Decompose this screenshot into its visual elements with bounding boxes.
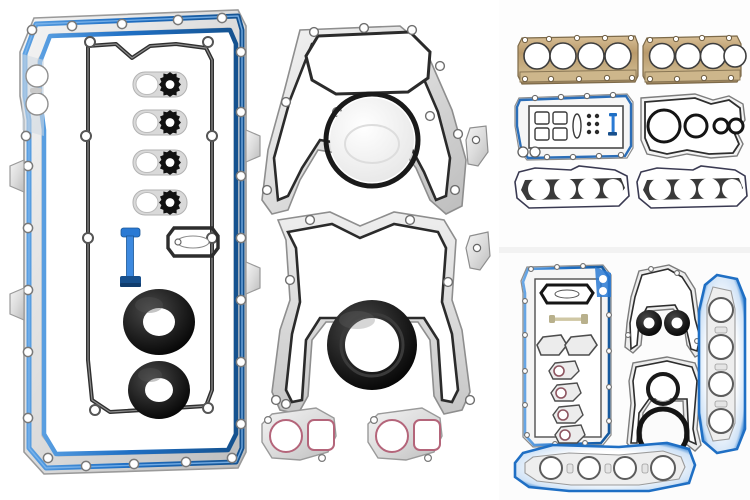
small-bolt	[549, 314, 588, 324]
oil-pan-gasket-small	[520, 263, 612, 448]
exhaust-manifold-gasket-right	[636, 165, 748, 209]
water-pump-gasket-left	[261, 407, 337, 463]
panel-divider-vertical	[491, 0, 499, 500]
timing-cover-gasket	[261, 22, 467, 215]
dowel-bolt	[120, 227, 141, 287]
sprocket-seal-icon	[159, 72, 181, 97]
timing-cover-set	[640, 93, 746, 159]
lower-gasket-panel	[499, 253, 750, 500]
intake-gasket-tabs	[714, 326, 728, 408]
oil-pan-front-flange	[22, 54, 49, 136]
lifter-guide-gasket-2	[132, 109, 188, 136]
camshaft-seal-large	[123, 289, 195, 355]
small-seal-gaskets	[548, 360, 586, 444]
rear-cover-bolt-holes	[270, 214, 476, 410]
lifter-guide-gasket-4	[132, 189, 188, 216]
lifter-guide-gasket-3	[132, 149, 188, 176]
side-bracket-gasket-lower	[465, 231, 491, 271]
exhaust-manifold-gasket-left	[514, 165, 630, 209]
head-gasket-bolt-holes	[521, 34, 636, 83]
lifter-guide-gaskets	[132, 71, 188, 216]
small-bracket-gasket	[166, 226, 220, 258]
side-bracket-gasket-upper	[465, 125, 489, 167]
small-seal-dots	[586, 113, 600, 135]
main-gasket-layout-panel	[9, 9, 491, 475]
lifter-guide-gasket-1	[132, 71, 188, 98]
head-gasket-left	[517, 34, 639, 85]
valve-cover-set-bolt-holes	[531, 91, 625, 161]
front-cover-bolt-holes	[625, 266, 700, 344]
rear-main-seal	[327, 300, 417, 390]
intake-manifold-gasket-vertical	[697, 273, 747, 455]
front-cover-gasket	[624, 264, 706, 358]
sprocket-seal-icon	[159, 150, 181, 175]
blue-bolt-small	[608, 113, 617, 136]
head-gasket-right	[642, 34, 747, 85]
panel-divider-horizontal	[499, 247, 750, 253]
head-gasket-bolt-holes	[646, 34, 735, 83]
camshaft-seal-small	[128, 361, 190, 419]
oil-pan-bolt-holes	[20, 12, 247, 472]
sprocket-seal-icon	[159, 190, 181, 215]
intake-manifold-gasket-horizontal	[513, 441, 697, 493]
sprocket-seal-icon	[159, 110, 181, 135]
intake-gasket-tabs	[566, 463, 649, 474]
head-gasket-panel	[499, 0, 750, 247]
water-pump-gasket-right	[367, 407, 443, 463]
valve-cover-set	[514, 91, 634, 161]
